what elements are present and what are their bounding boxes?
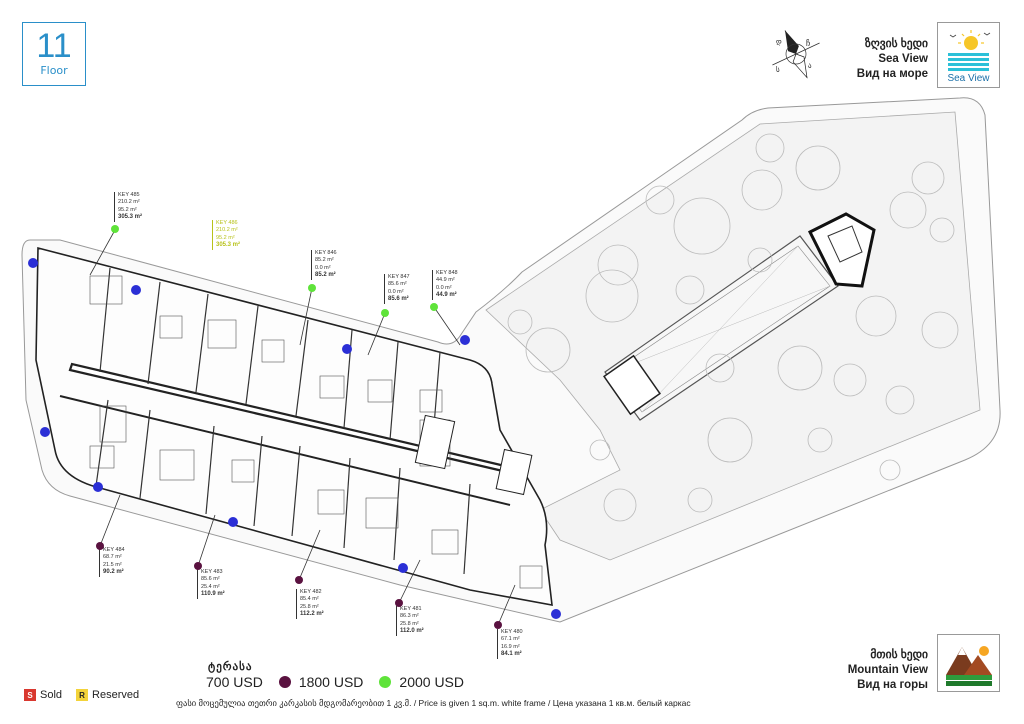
floor-number: 11: [36, 27, 72, 65]
blue-markers: [28, 258, 561, 619]
unit-area-b: 21.5 m²: [103, 561, 122, 568]
mountain-view-icon: [946, 646, 992, 686]
unit-total: 84.1 m²: [501, 651, 522, 658]
unit-area-b: 0.0 m²: [315, 264, 331, 271]
mountain-view-ru: Вид на горы: [857, 679, 928, 691]
unit-total: 305.3 m²: [216, 242, 241, 249]
unit-callout[interactable]: KEY 483 85.6 m² 25.4 m² 110.9 m²: [197, 569, 225, 599]
unit-area-a: 44.9 m²: [436, 277, 455, 284]
unit-callout[interactable]: KEY 482 85.4 m² 25.8 m² 112.2 m²: [296, 589, 324, 619]
unit-key: KEY 847: [388, 274, 410, 280]
compass-letter-north: ჩ: [806, 38, 810, 48]
mountain-view-en: Mountain View: [847, 664, 928, 676]
mountain-view-label: მთის ხედი Mountain View Вид на горы: [848, 648, 928, 693]
unit-area-b: 16.9 m²: [501, 643, 520, 650]
legend-dot-1800: [278, 676, 291, 688]
sold-badge: S: [24, 689, 36, 701]
reserved-label: Reserved: [92, 689, 140, 701]
unit-total: 112.0 m²: [400, 628, 424, 635]
unit-callout[interactable]: KEY 485 210.2 m² 95.2 m² 305.3 m²: [114, 192, 142, 222]
unit-key: KEY 481: [400, 606, 422, 612]
sea-view-en: Sea View: [878, 53, 928, 65]
unit-total: 112.2 m²: [300, 611, 324, 618]
unit-key: KEY 846: [315, 250, 337, 256]
legend-row: 700 USD 1800 USD 2000 USD: [206, 674, 464, 690]
unit-area-a: 85.4 m²: [300, 596, 319, 603]
mountain-view-ka: მთის ხედი: [870, 649, 928, 661]
unit-area-a: 210.2 m²: [216, 227, 238, 234]
unit-key: KEY 484: [103, 547, 125, 553]
unit-total: 90.2 m²: [103, 569, 124, 576]
unit-key: KEY 483: [201, 569, 223, 575]
terrace-price: 700 USD: [206, 674, 263, 690]
stair-tower: [807, 212, 876, 288]
unit-callout[interactable]: KEY 848 44.9 m² 0.0 m² 44.9 m²: [432, 270, 458, 300]
unit-total: 85.6 m²: [388, 296, 409, 303]
unit-area-b: 95.2 m²: [118, 206, 137, 213]
legend-title: ტერასა: [208, 661, 253, 673]
unit-area-a: 68.7 m²: [103, 554, 122, 561]
unit-area-a: 85.6 m²: [201, 576, 220, 583]
sea-view-ka: ზღვის ხედი: [864, 38, 928, 50]
unit-area-a: 210.2 m²: [118, 199, 140, 206]
unit-callout[interactable]: KEY 480 67.1 m² 16.9 m² 84.1 m²: [497, 629, 523, 659]
compass-letter-south: ს: [776, 66, 780, 74]
unit-area-b: 25.8 m²: [300, 603, 319, 610]
reserved-badge: R: [76, 689, 89, 701]
legend-dot-2000: [379, 676, 392, 688]
sea-view-ru: Вид на море: [856, 68, 928, 80]
pool: [603, 235, 839, 421]
unit-area-a: 85.2 m²: [315, 257, 334, 264]
compass-letter-east: ა: [808, 62, 812, 70]
legend-label-1800: 1800 USD: [298, 674, 364, 690]
unit-callout-reserved[interactable]: KEY 486 210.2 m² 95.2 m² 305.3 m²: [212, 220, 240, 250]
unit-area-a: 85.6 m²: [388, 281, 407, 288]
unit-callout[interactable]: KEY 484 68.7 m² 21.5 m² 90.2 m²: [99, 547, 125, 577]
floor-label: Floor: [40, 64, 68, 77]
unit-callout[interactable]: KEY 847 85.6 m² 0.0 m² 85.6 m²: [384, 274, 410, 304]
unit-key: KEY 480: [501, 629, 523, 635]
legend-label-2000: 2000 USD: [399, 674, 464, 690]
price-legend: ტერასა 700 USD 1800 USD 2000 USD: [206, 660, 464, 690]
sea-view-icon: [948, 30, 991, 71]
sold-label: Sold: [40, 689, 63, 701]
compass-icon: ჩ ა ს დ: [772, 30, 820, 79]
compass-letter-west: დ: [776, 38, 782, 46]
price-footnote: ფასი მოცემულია თეთრი კარკასის მდგომარეობ…: [176, 698, 691, 708]
trees: [507, 133, 959, 522]
unit-key: KEY 482: [300, 589, 322, 595]
building: [35, 246, 553, 606]
unit-key: KEY 486: [216, 220, 238, 226]
unit-area-a: 67.1 m²: [501, 636, 520, 643]
unit-area-b: 25.4 m²: [201, 583, 220, 590]
mountain-view-box: [937, 634, 1000, 692]
floor-badge: 11 Floor: [22, 22, 86, 86]
unit-area-b: 0.0 m²: [436, 284, 452, 291]
unit-key: KEY 848: [436, 270, 458, 276]
unit-area-b: 95.2 m²: [216, 234, 235, 241]
unit-area-a: 86.3 m²: [400, 613, 419, 620]
unit-total: 305.3 m²: [118, 214, 143, 221]
unit-total: 85.2 m²: [315, 272, 336, 279]
status-legend: S Sold R Reserved: [24, 689, 139, 701]
unit-total: 44.9 m²: [436, 292, 457, 299]
sea-view-box: Sea View: [937, 22, 1000, 88]
unit-key: KEY 485: [118, 192, 140, 198]
unit-callout[interactable]: KEY 846 85.2 m² 0.0 m² 85.2 m²: [311, 250, 337, 280]
unit-area-b: 25.8 m²: [400, 620, 419, 627]
unit-area-b: 0.0 m²: [388, 288, 404, 295]
unit-callout[interactable]: KEY 481 86.3 m² 25.8 m² 112.0 m²: [396, 606, 424, 636]
sea-view-label: ზღვის ხედი Sea View Вид на море: [857, 37, 928, 82]
sea-view-caption: Sea View: [947, 73, 990, 84]
unit-total: 110.9 m²: [201, 591, 225, 598]
